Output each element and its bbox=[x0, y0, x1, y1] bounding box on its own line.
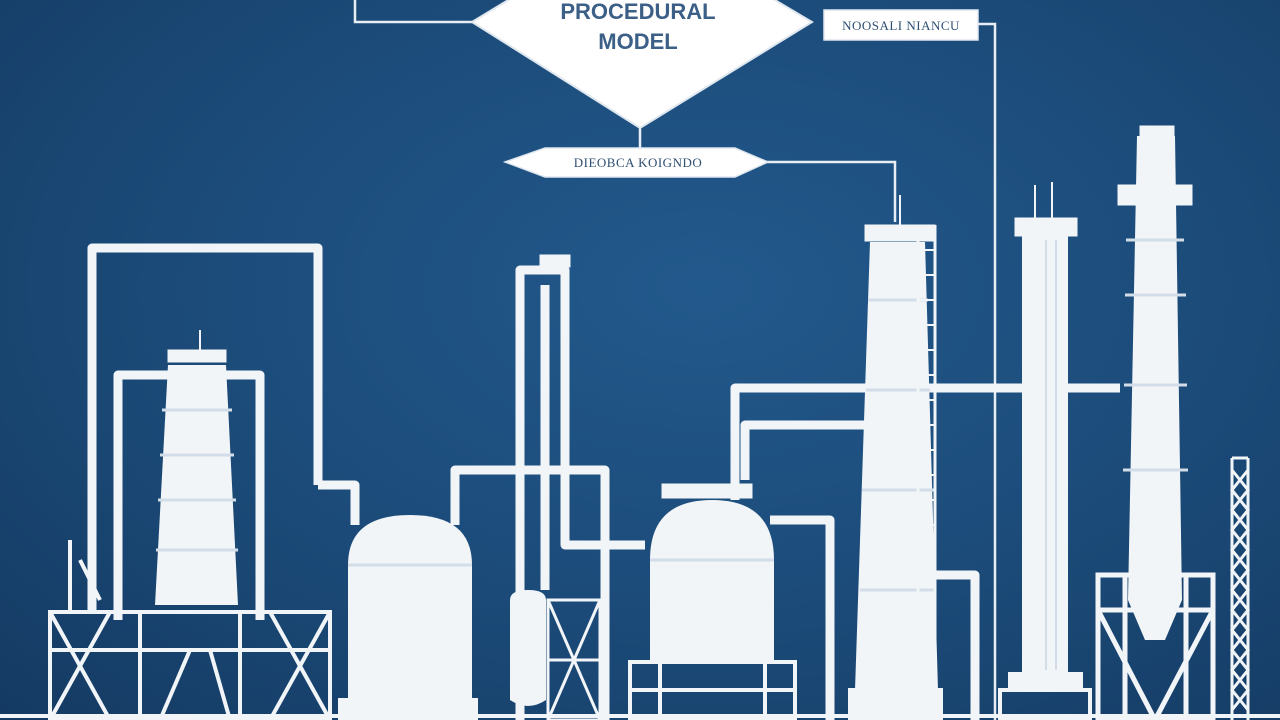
scaffold-right bbox=[1095, 572, 1216, 720]
secondary-node[interactable]: DIEOBCA KOIGNDO bbox=[502, 147, 770, 178]
dome-tank-right bbox=[628, 483, 797, 720]
tag-box[interactable]: NOOSALI NIANCU bbox=[823, 9, 979, 41]
dome-tank-left bbox=[338, 515, 478, 720]
tower-left bbox=[155, 330, 238, 605]
diamond-shape bbox=[470, 0, 814, 130]
main-diamond-node[interactable]: PROCEDURAL MODEL bbox=[470, 0, 814, 130]
main-node-line2: MODEL bbox=[598, 29, 677, 54]
refinery-structures bbox=[0, 125, 1280, 720]
tower-tall-3 bbox=[1117, 125, 1193, 640]
lattice-mast bbox=[1230, 456, 1250, 720]
tag-box-label: NOOSALI NIANCU bbox=[842, 18, 960, 33]
scaffold-middle bbox=[546, 598, 602, 720]
ladder-tower-1 bbox=[916, 225, 937, 690]
connector-lines bbox=[353, 0, 997, 720]
pipe-column-middle bbox=[450, 254, 645, 720]
connector-secondary-to-tower bbox=[765, 160, 897, 222]
tower-tall-2 bbox=[998, 182, 1092, 720]
secondary-node-label: DIEOBCA KOIGNDO bbox=[574, 155, 702, 170]
pipe-rack bbox=[730, 383, 1120, 720]
tag-box-shape bbox=[823, 9, 979, 41]
main-node-line1: PROCEDURAL bbox=[560, 0, 715, 24]
tower-tall-1 bbox=[848, 195, 943, 720]
connector-left bbox=[353, 0, 475, 24]
connector-tag-line bbox=[978, 22, 997, 720]
secondary-node-shape bbox=[502, 147, 770, 178]
scaffold-left bbox=[48, 540, 332, 720]
